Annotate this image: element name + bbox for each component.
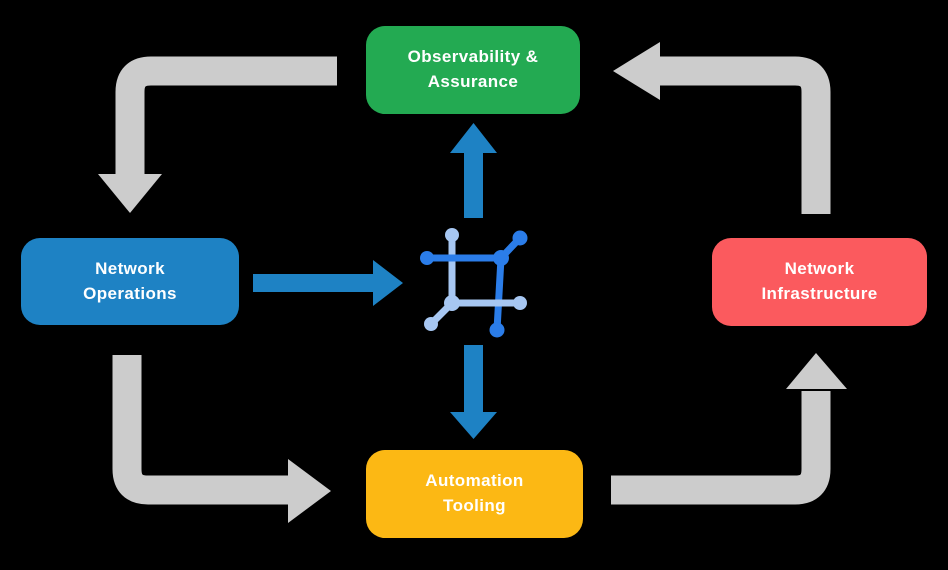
network-mesh-icon	[420, 228, 528, 338]
arrow-operations-to-automation	[112, 355, 331, 523]
node-network-operations: Network Operations	[21, 238, 239, 325]
arrow-platform-to-observability	[450, 123, 497, 218]
arrow-operations-to-platform	[253, 260, 403, 306]
node-observability-assurance-label: Observability & Assurance	[407, 47, 539, 91]
node-observability-assurance: Observability & Assurance	[366, 26, 580, 114]
node-automation-tooling-label: Automation Tooling	[425, 471, 524, 515]
node-network-infrastructure: Network Infrastructure	[712, 238, 927, 326]
arrow-observability-to-operations	[98, 56, 337, 213]
node-network-operations-label: Network Operations	[83, 258, 177, 303]
arrow-automation-to-infrastructure	[611, 353, 847, 505]
node-automation-tooling: Automation Tooling	[366, 450, 583, 538]
arrow-infrastructure-to-observability	[613, 42, 831, 214]
node-network-infrastructure-label: Network Infrastructure	[761, 259, 878, 303]
arrow-platform-to-automation	[450, 345, 497, 439]
